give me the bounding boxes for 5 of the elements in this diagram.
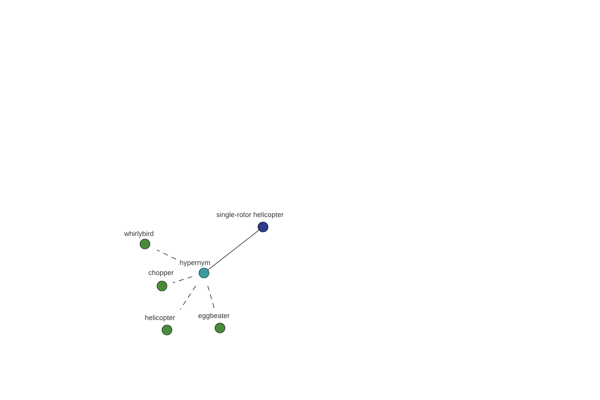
connector-line [156,250,176,260]
connector-line [207,285,215,310]
connector-line [180,286,196,310]
connector-line [208,230,260,270]
connector-line [172,276,193,283]
